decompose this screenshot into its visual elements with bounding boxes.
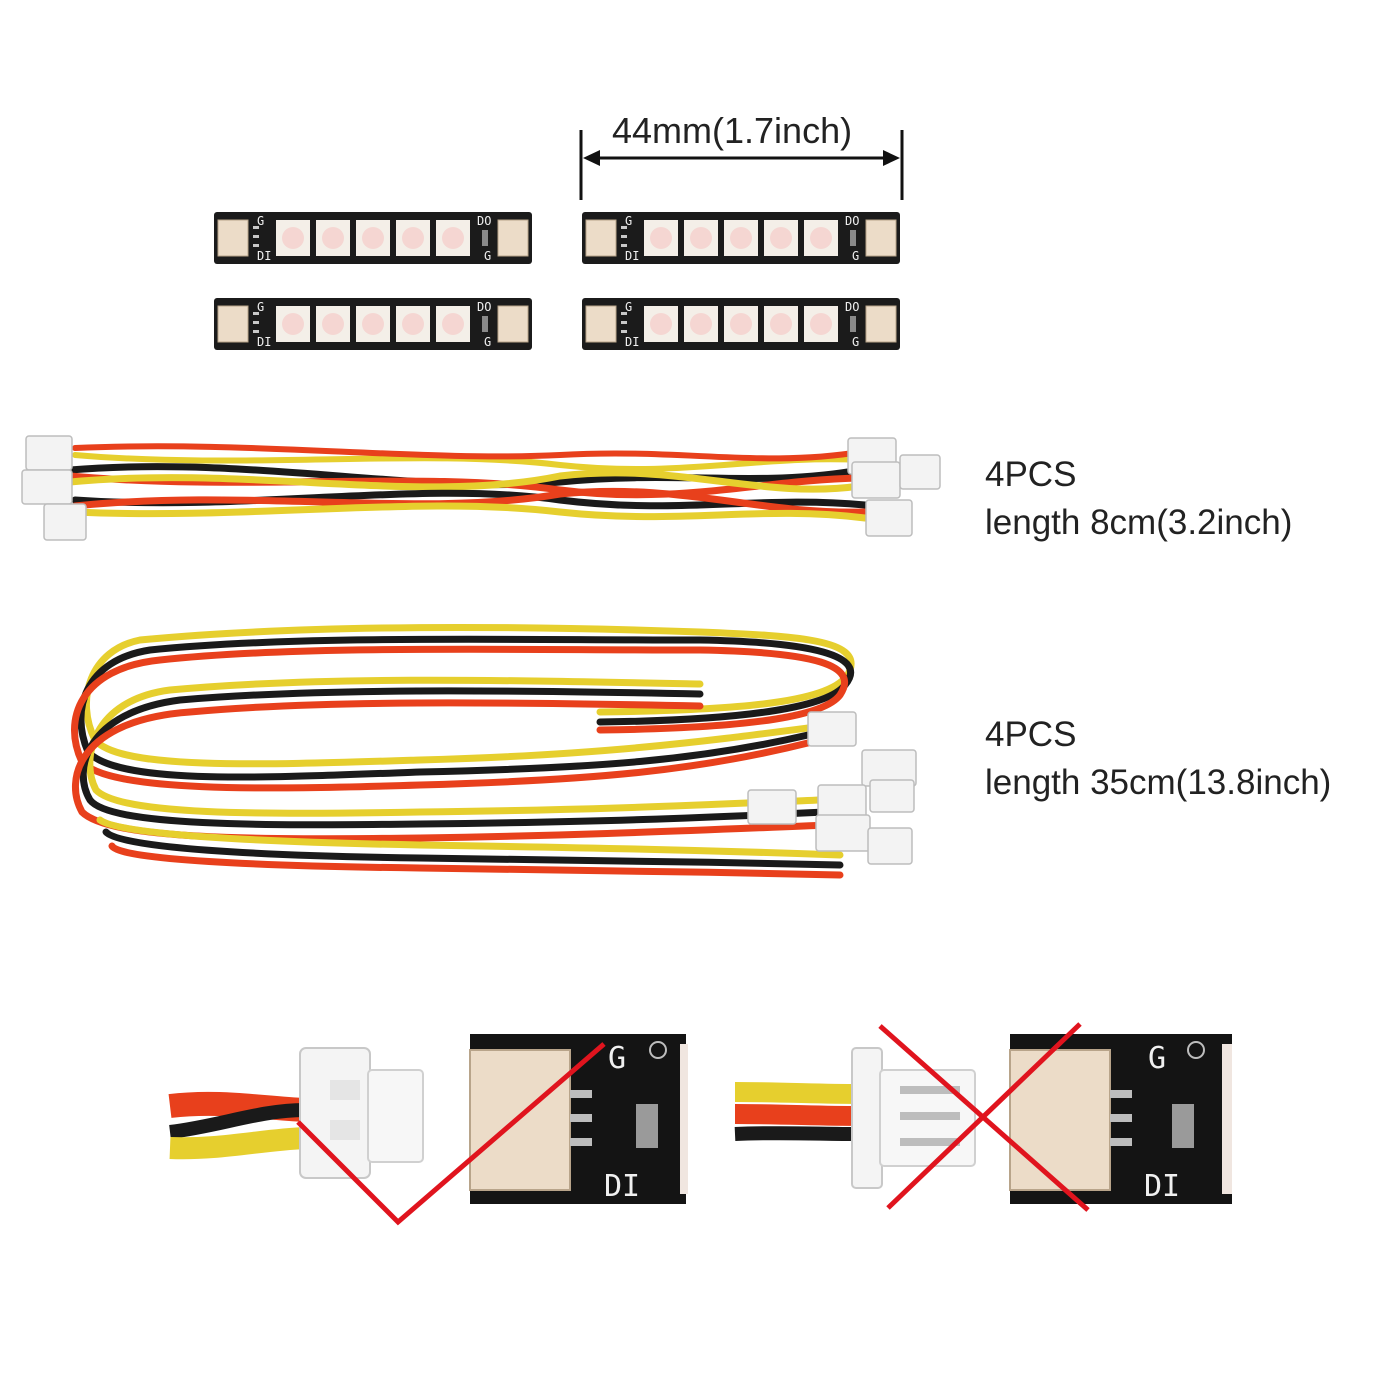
pad-label-g: G [1148,1041,1166,1076]
pad-label-ground: G [625,214,632,228]
led-strips: G DI DO G G DI DO G G DI DO G G DI DO G [213,211,901,351]
short-cable-length: length 8cm(3.2inch) [985,503,1293,542]
led-strip: G DI DO G [581,297,901,351]
cross-mark-icon [878,1022,1090,1212]
pad-label-data-out: DO [477,214,491,228]
pad-label-data-out: DO [477,300,491,314]
led-strip: G DI DO G [213,211,533,265]
pad-label-data-in: DI [625,335,639,349]
pad-label-ground-out: G [852,335,859,349]
short-cable-bundle [66,443,869,522]
pad-label-data-out: DO [845,214,859,228]
short-cable-connectors [21,435,941,541]
connection-example-correct: G DI [168,1034,688,1226]
pad-label-data-in: DI [625,249,639,263]
long-cable-length: length 35cm(13.8inch) [985,763,1332,802]
long-cable-connectors [747,711,917,865]
pad-label-data-out: DO [845,300,859,314]
pad-label-data-in: DI [257,335,271,349]
short-cable-quantity: 4PCS [985,455,1077,494]
long-cable-bundle [71,623,855,879]
connection-example-wrong: G DI [734,1022,1232,1212]
dimension-marker [579,130,904,200]
pad-label-ground-out: G [484,335,491,349]
pad-label-di: DI [1144,1169,1180,1204]
pad-label-ground: G [257,214,264,228]
pad-label-ground: G [625,300,632,314]
led-strip: G DI DO G [581,211,901,265]
pad-label-ground-out: G [484,249,491,263]
pad-label-di: DI [604,1169,640,1204]
dimension-label: 44mm(1.7inch) [612,110,853,151]
pad-label-ground-out: G [852,249,859,263]
check-mark-icon [296,1042,606,1226]
led-strip: G DI DO G [213,297,533,351]
long-cable-quantity: 4PCS [985,715,1077,754]
pad-label-ground: G [257,300,264,314]
pad-label-data-in: DI [257,249,271,263]
pad-label-g: G [608,1041,626,1076]
